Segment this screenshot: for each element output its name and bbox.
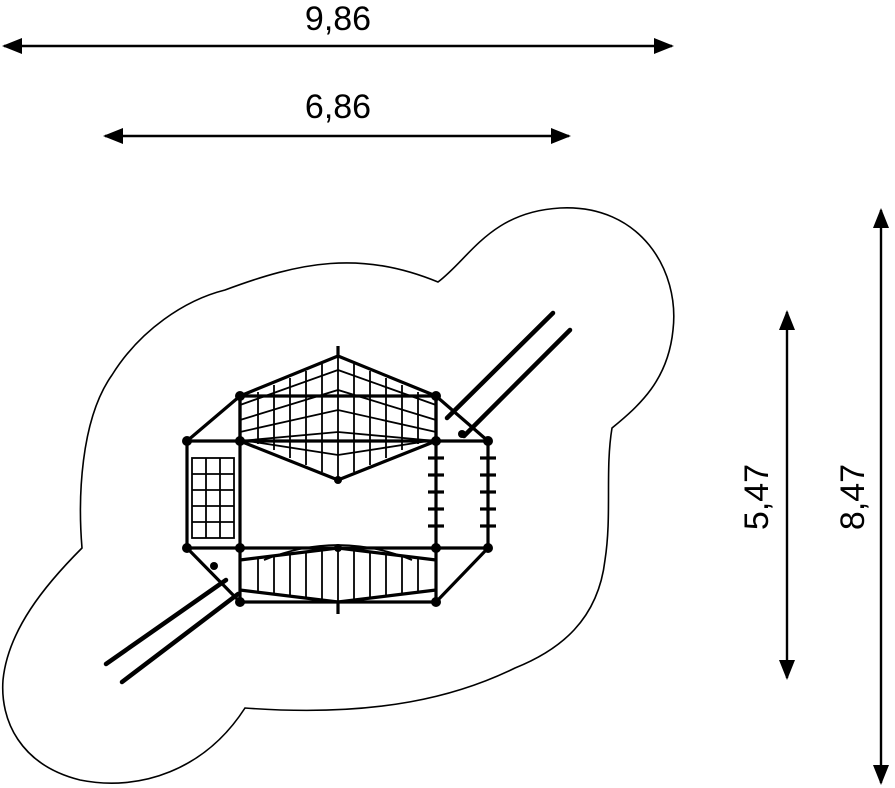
structure-posts [182, 391, 493, 607]
left-climbing-grid [191, 457, 235, 539]
right-side-rungs [336, 346, 496, 614]
diagonal-beams [103, 310, 573, 685]
structure-width-dimension: 6,86 [103, 88, 571, 144]
play-structure [182, 346, 496, 614]
top-climbing-net [238, 354, 438, 482]
overall-width-dimension: 9,86 [2, 0, 674, 54]
structure-width-label: 6,86 [305, 88, 371, 126]
overall-depth-dimension: 8,47 [834, 208, 889, 785]
overall-depth-label: 8,47 [834, 464, 872, 530]
bottom-ladder-bridge [239, 544, 437, 604]
safety-zone-outline [1, 207, 675, 784]
structure-depth-label: 5,47 [738, 464, 776, 530]
structure-depth-dimension: 5,47 [738, 310, 795, 680]
overall-width-label: 9,86 [305, 0, 371, 38]
